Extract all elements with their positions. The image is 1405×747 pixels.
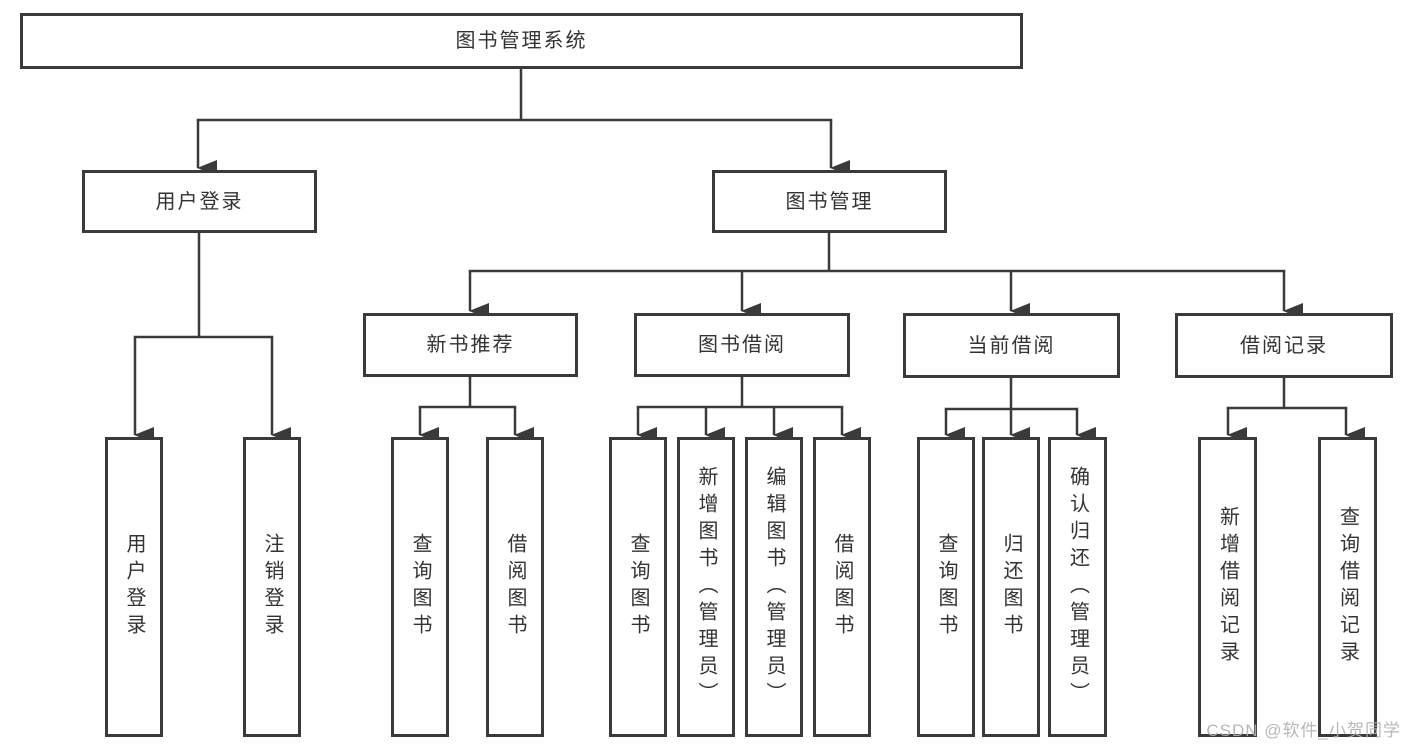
- node-new-book-recommendation: 新书推荐: [363, 313, 578, 377]
- leaf-add-book-admin: 新增图书（管理员）: [677, 437, 735, 737]
- leaf-query-books-newbook: 查询图书: [391, 437, 449, 737]
- leaf-borrow-books-borrowing: 借阅图书: [813, 437, 871, 737]
- leaf-user-login: 用户登录: [105, 437, 163, 737]
- leaf-query-books-current: 查询图书: [917, 437, 975, 737]
- node-current-borrowing: 当前借阅: [903, 313, 1120, 378]
- node-user-login: 用户登录: [82, 170, 317, 233]
- leaf-query-books-borrowing: 查询图书: [609, 437, 667, 737]
- leaf-query-borrow-record: 查询借阅记录: [1318, 437, 1377, 737]
- leaf-logout-login: 注销登录: [243, 437, 301, 737]
- watermark-csdn: CSDN @软件_小贺同学: [1206, 721, 1401, 740]
- node-book-management: 图书管理: [712, 170, 947, 233]
- leaf-return-book: 归还图书: [982, 437, 1040, 737]
- leaf-edit-book-admin: 编辑图书（管理员）: [745, 437, 803, 737]
- node-book-borrowing: 图书借阅: [634, 313, 850, 377]
- node-library-management-system: 图书管理系统: [20, 13, 1023, 69]
- node-borrowing-records: 借阅记录: [1175, 313, 1393, 378]
- leaf-confirm-return-admin: 确认归还（管理员）: [1048, 437, 1107, 737]
- leaf-add-borrow-record: 新增借阅记录: [1198, 437, 1257, 737]
- leaf-borrow-books-newbook: 借阅图书: [486, 437, 544, 737]
